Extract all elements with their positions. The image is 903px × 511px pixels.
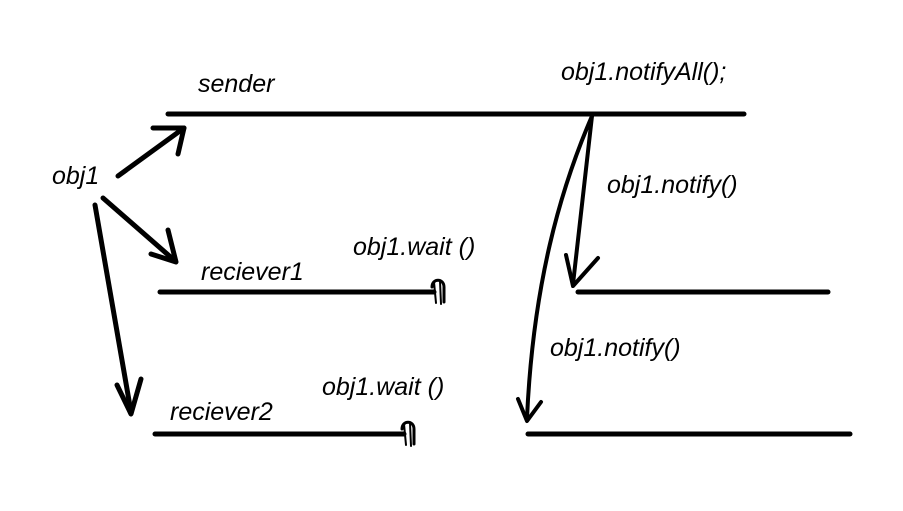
receiver2-wait-marker	[400, 420, 416, 447]
notify-all-label: obj1.notifyAll();	[561, 58, 726, 86]
obj1-to-receiver2-arrow	[92, 202, 144, 417]
receiver1-wait-label: obj1.wait ()	[353, 233, 475, 261]
notify-receiver2-arrow	[516, 114, 594, 423]
notify-receiver2-label: obj1.notify()	[550, 334, 681, 362]
receiver1-wait-marker	[430, 278, 446, 305]
notify-receiver1-label: obj1.notify()	[607, 171, 738, 199]
obj1-label: obj1	[52, 162, 99, 190]
obj1-to-sender-arrow	[115, 125, 187, 179]
obj1-to-receiver1-arrow	[100, 195, 179, 265]
receiver2-label: reciever2	[170, 398, 273, 426]
sender-label: sender	[198, 70, 276, 98]
receiver1-label: reciever1	[201, 258, 304, 286]
receiver2-wait-label: obj1.wait ()	[322, 373, 444, 401]
notify-receiver1-arrow	[564, 114, 600, 288]
